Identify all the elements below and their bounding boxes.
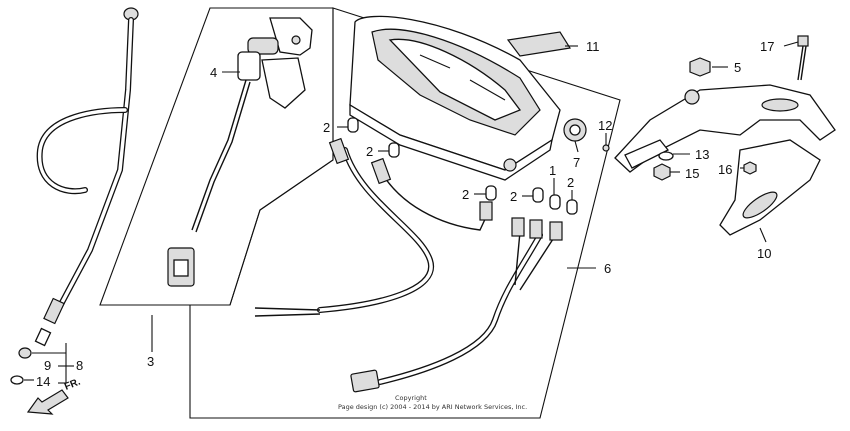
- callout-2-b: 2: [366, 144, 373, 159]
- callout-15: 15: [685, 166, 699, 181]
- meter-bracket[interactable]: [614, 84, 836, 236]
- callout-11: 11: [586, 39, 600, 54]
- indicator-bulb[interactable]: [347, 117, 578, 215]
- copyright-line-1: Copyright: [395, 394, 427, 402]
- meter-assembly-group-frame: [189, 7, 621, 419]
- callout-1: 1: [549, 163, 556, 178]
- nut[interactable]: [653, 163, 671, 181]
- callout-12: 12: [598, 118, 612, 133]
- speedometer-cable[interactable]: [10, 7, 139, 385]
- callout-2-c: 2: [462, 187, 469, 202]
- callout-2-d: 2: [510, 189, 517, 204]
- meter-assembly[interactable]: [349, 15, 561, 181]
- callout-13: 13: [695, 147, 709, 162]
- callout-16: 16: [718, 162, 732, 177]
- callout-17: 17: [760, 39, 774, 54]
- ignition-switch[interactable]: [167, 17, 313, 287]
- callout-5: 5: [734, 60, 741, 75]
- nut[interactable]: [689, 57, 711, 77]
- screw[interactable]: [602, 144, 610, 152]
- copyright-line-2: Page design (c) 2004 - 2014 by ARI Netwo…: [338, 403, 527, 411]
- callout-14: 14: [36, 374, 50, 389]
- washer[interactable]: [658, 151, 674, 161]
- callout-6: 6: [604, 261, 611, 276]
- callout-8: 8: [76, 358, 83, 373]
- meter-wire-harness[interactable]: [254, 137, 563, 393]
- callout-7: 7: [573, 155, 580, 170]
- meter-cover-sheet[interactable]: [506, 31, 571, 57]
- callout-4: 4: [210, 65, 217, 80]
- callout-2-e: 2: [567, 175, 574, 190]
- callout-10: 10: [757, 246, 771, 261]
- callout-2-a: 2: [323, 120, 330, 135]
- trip-reset-knob[interactable]: [563, 118, 587, 142]
- nut[interactable]: [743, 161, 757, 175]
- callout-3: 3: [147, 354, 154, 369]
- callout-9: 9: [44, 358, 51, 373]
- bolt[interactable]: [797, 35, 809, 81]
